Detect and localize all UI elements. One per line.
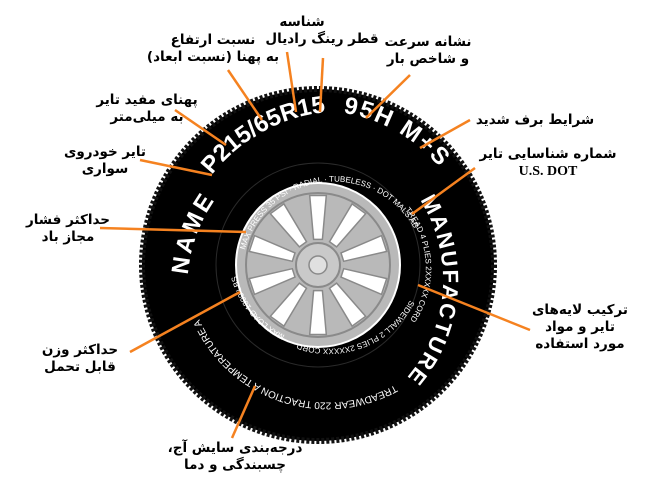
callout-construction: [417, 283, 531, 332]
label-max-pressure-line2: مجاز باد: [41, 229, 95, 245]
rim-spoke: [328, 202, 367, 248]
tire: [139, 86, 497, 444]
callout-snow: [419, 118, 471, 150]
callout-pressure: [99, 226, 247, 234]
label-dot-line1: شماره شناسایی تایر: [479, 146, 617, 162]
label-aspect-ratio: نسبت ارتفاع به پهنا (نسبت ابعاد): [138, 32, 288, 66]
label-max-load-line2: قابل تحمل: [44, 359, 116, 375]
callout-load: [129, 290, 241, 354]
label-speed-rating-line2: و شاخص بار: [386, 51, 470, 67]
label-construction-line1: ترکیب لایه‌های: [532, 302, 628, 318]
rim-spoke: [269, 202, 308, 248]
rim-spokes: [248, 194, 388, 336]
callout-lines: [99, 51, 531, 439]
callout-passenger: [139, 158, 213, 177]
label-snow-line1: شرایط برف شدید: [475, 112, 595, 128]
label-section-width-line2: به میلی‌متر: [110, 109, 184, 125]
callout-dot: [411, 166, 476, 216]
label-bead-diameter-line1: شناسه: [279, 14, 325, 30]
callout-radial: [285, 51, 298, 113]
rim-spoke: [328, 282, 367, 328]
callout-utqg: [230, 385, 257, 439]
rim-inner: [245, 192, 391, 338]
label-utqg-line1: درجه‌بندی سایش آج،: [167, 440, 303, 456]
label-construction: ترکیب لایه‌های تایر و مواد مورد استفاده: [520, 302, 640, 353]
label-max-load: حداکثر وزن قابل تحمل: [30, 342, 130, 376]
label-bead-diameter: شناسه قطر رینگ رادیال: [262, 14, 382, 48]
label-passenger-car-line2: سواری: [81, 161, 129, 177]
callout-bead-diameter: [318, 57, 325, 113]
callout-width: [174, 108, 227, 147]
label-speed-rating-line1: نشانه سرعت: [384, 34, 472, 50]
label-dot-line2: U.S. DOT: [518, 164, 578, 179]
sidewall-ring: [215, 162, 421, 368]
label-utqg-line2: چسبندگی و دما: [184, 457, 286, 473]
label-snow: شرایط برف شدید: [460, 112, 610, 129]
rim-spoke: [340, 267, 388, 296]
callout-aspect: [226, 69, 264, 121]
label-dot: شماره شناسایی تایر U.S. DOT: [468, 146, 628, 180]
label-aspect-ratio-line2: به پهنا (نسبت ابعاد): [146, 49, 280, 65]
label-utqg: درجه‌بندی سایش آج، چسبندگی و دما: [150, 440, 320, 474]
label-passenger-car-line1: تایر خودروی: [64, 144, 146, 160]
label-speed-rating: نشانه سرعت و شاخص بار: [368, 34, 488, 68]
callout-speed: [365, 74, 411, 119]
label-section-width-line1: پهنای مفید تایر: [96, 92, 198, 108]
label-passenger-car: تایر خودروی سواری: [50, 144, 160, 178]
label-max-pressure-line1: حداکثر فشار: [25, 212, 111, 228]
label-max-pressure: حداکثر فشار مجاز باد: [18, 212, 118, 246]
rim-spoke: [248, 267, 296, 296]
rim-spoke: [340, 234, 388, 263]
label-aspect-ratio-line1: نسبت ارتفاع: [170, 32, 256, 48]
rim-spoke: [308, 289, 328, 336]
label-construction-line2: تایر و مواد: [545, 319, 615, 335]
label-bead-diameter-line2: قطر رینگ رادیال: [265, 31, 379, 47]
label-section-width: پهنای مفید تایر به میلی‌متر: [82, 92, 212, 126]
rim-spoke: [269, 282, 308, 328]
rim-hub-cap: [308, 255, 328, 275]
rim-spoke: [308, 194, 328, 241]
label-construction-line3: مورد استفاده: [535, 336, 625, 352]
label-max-load-line1: حداکثر وزن: [41, 342, 119, 358]
rim-spoke: [248, 234, 296, 263]
